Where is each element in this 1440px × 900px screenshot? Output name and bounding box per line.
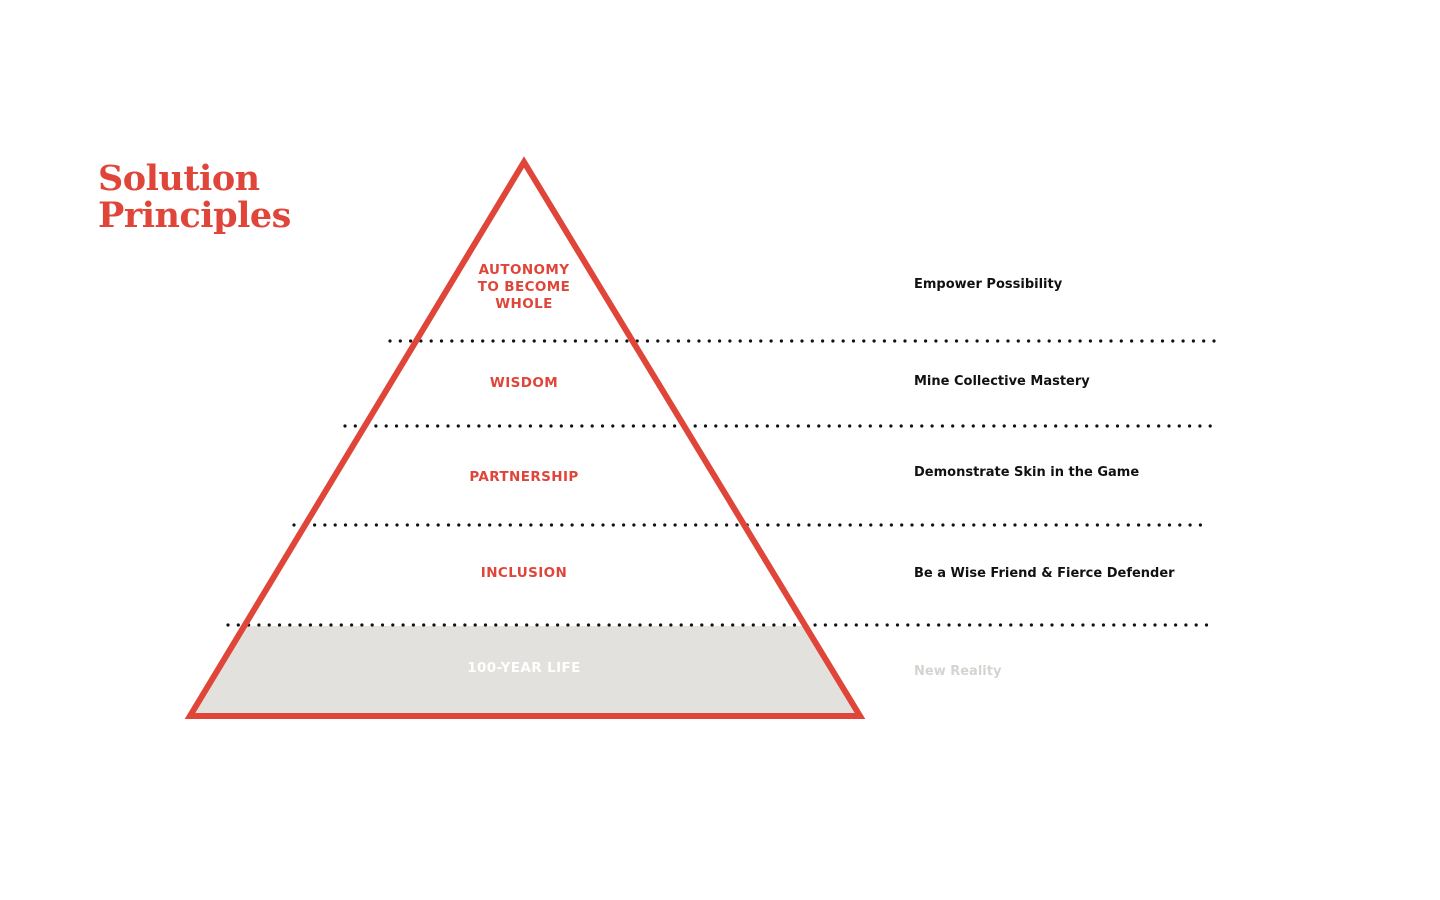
principle-text-3: Demonstrate Skin in the Game <box>914 465 1139 480</box>
tier-label-4: INCLUSION <box>481 565 567 581</box>
tier-label-line: TO BECOME <box>478 279 571 295</box>
principle-text-2: Mine Collective Mastery <box>914 374 1090 389</box>
tier-label-line: WHOLE <box>495 296 553 312</box>
tier-label-line: AUTONOMY <box>479 262 570 278</box>
tier-label-2: WISDOM <box>490 375 558 391</box>
tier-label-line: INCLUSION <box>481 565 567 581</box>
principle-text-1: Empower Possibility <box>914 277 1063 292</box>
principle-text-5: New Reality <box>914 664 1002 679</box>
tier-label-line: PARTNERSHIP <box>469 469 578 485</box>
tier-label-line: 100-YEAR LIFE <box>467 660 581 676</box>
base-tier-fill <box>190 626 860 716</box>
tier-label-5: 100-YEAR LIFE <box>467 660 581 676</box>
title-line-1: Solution <box>98 158 260 199</box>
pyramid-outline <box>184 156 866 719</box>
page-title: Solution Principles <box>98 160 291 234</box>
tier-label-3: PARTNERSHIP <box>469 469 578 485</box>
tier-label-line: WISDOM <box>490 375 558 391</box>
principle-text-4: Be a Wise Friend & Fierce Defender <box>914 566 1175 581</box>
title-line-2: Principles <box>98 195 291 236</box>
